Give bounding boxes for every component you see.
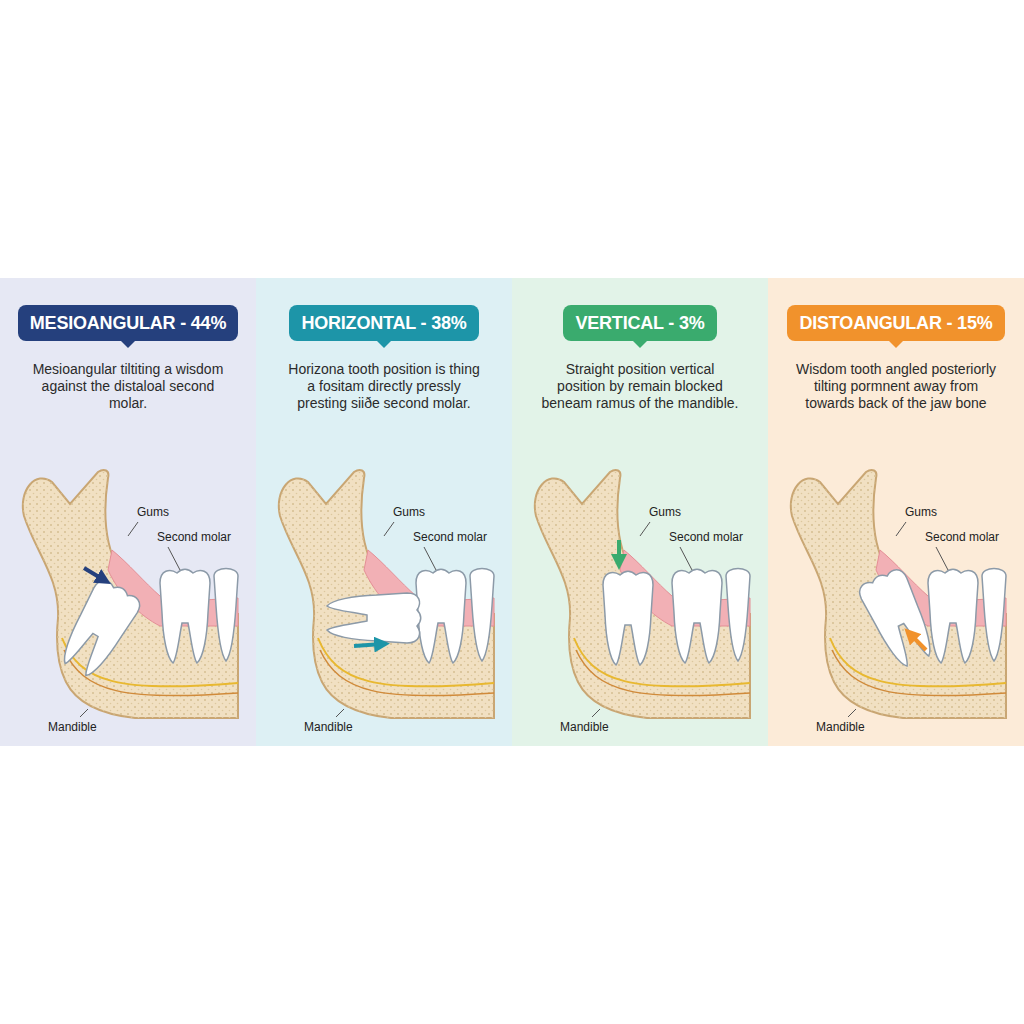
anatomy-label: Second molar — [157, 530, 231, 544]
badge-pointer — [889, 341, 903, 348]
badge-pointer — [121, 341, 135, 348]
impaction-panel: VERTICAL - 3% Straight position vertical … — [512, 278, 768, 746]
anatomy-label: Mandible — [48, 720, 97, 734]
description-text: Horizona tooth position is thing a fosit… — [284, 361, 484, 412]
anatomy-label: Mandible — [816, 720, 865, 734]
anatomy-label: Second molar — [925, 530, 999, 544]
anatomy-label: Second molar — [669, 530, 743, 544]
impaction-panel: DISTOANGULAR - 15% Wisdom tooth angled po… — [768, 278, 1024, 746]
anatomy-label: Gums — [137, 505, 169, 519]
badge-title: DISTOANGULAR - 15% — [799, 313, 992, 333]
jaw-illustration — [256, 278, 512, 746]
anatomy-label: Mandible — [560, 720, 609, 734]
badge-title: HORIZONTAL - 38% — [301, 313, 466, 333]
badge-pointer — [377, 341, 391, 348]
badge-title: VERTICAL - 3% — [575, 313, 704, 333]
anatomy-label: Mandible — [304, 720, 353, 734]
jaw-illustration — [512, 278, 768, 746]
anatomy-label: Second molar — [413, 530, 487, 544]
jaw-illustration — [0, 278, 256, 746]
jaw-illustration — [768, 278, 1024, 746]
category-badge: MESIOANGULAR - 44% — [18, 305, 238, 341]
category-badge: DISTOANGULAR - 15% — [787, 305, 1004, 341]
badge-pointer — [633, 341, 647, 348]
anatomy-label: Gums — [905, 505, 937, 519]
description-text: Wisdom tooth angled posteriorly tilting … — [796, 361, 996, 412]
impaction-panel: MESIOANGULAR - 44% Mesioangular tiltiting… — [0, 278, 256, 746]
anatomy-label: Gums — [649, 505, 681, 519]
description-text: Straight position vertical position by r… — [540, 361, 740, 412]
category-badge: HORIZONTAL - 38% — [289, 305, 478, 341]
description-text: Mesioangular tiltiting a wisdom against … — [28, 361, 228, 412]
impaction-panel: HORIZONTAL - 38% Horizona tooth position … — [256, 278, 512, 746]
category-badge: VERTICAL - 3% — [563, 305, 716, 341]
anatomy-label: Gums — [393, 505, 425, 519]
badge-title: MESIOANGULAR - 44% — [30, 313, 226, 333]
